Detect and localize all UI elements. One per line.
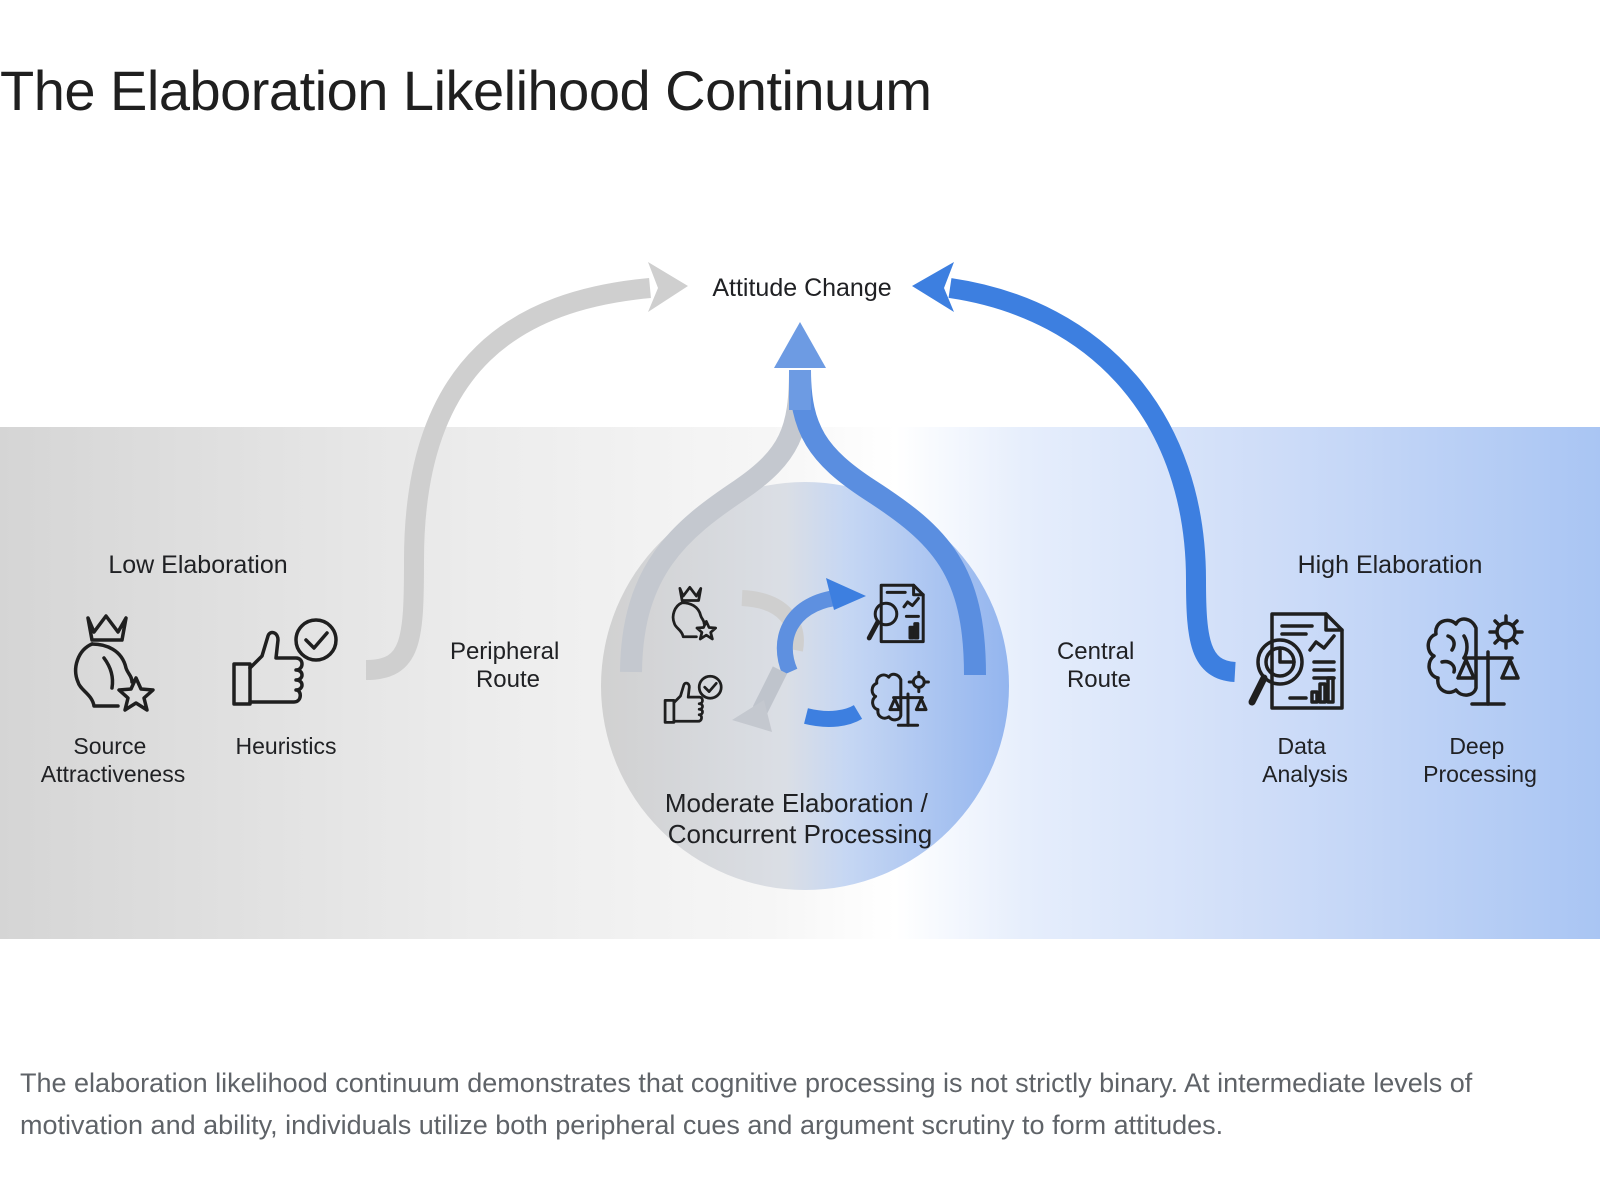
brain-gear-scale-icon — [1426, 614, 1524, 706]
high-elaboration-heading: High Elaboration — [1298, 551, 1483, 579]
peripheral-route-arrow — [365, 262, 688, 680]
source-attractiveness-label: Source Attractiveness — [41, 733, 185, 787]
brain-gear-scale-icon — [870, 670, 930, 727]
page-title: The Elaboration Likelihood Continuum — [0, 59, 932, 122]
document-magnifier-chart-icon — [1248, 612, 1344, 710]
thumbs-up-check-icon — [232, 618, 338, 706]
elm-diagram: Attitude Change Low Elaboration High Ela… — [0, 262, 1600, 939]
thumbs-up-check-icon — [663, 674, 723, 724]
central-route-label: Central Route — [1057, 638, 1141, 693]
attitude-change-label: Attitude Change — [712, 274, 891, 302]
deep-processing-label: Deep Processing — [1423, 733, 1537, 787]
document-magnifier-chart-icon — [866, 583, 925, 644]
crowned-head-star-icon — [671, 585, 718, 641]
low-elaboration-heading: Low Elaboration — [108, 551, 287, 579]
data-analysis-label: Data Analysis — [1262, 733, 1348, 787]
crowned-head-star-icon — [73, 614, 155, 712]
moderate-elaboration-label: Moderate Elaboration / Concurrent Proces… — [665, 788, 935, 849]
heuristics-label: Heuristics — [236, 733, 337, 759]
cycle-arrows-icon — [732, 578, 866, 732]
caption: The elaboration likelihood continuum dem… — [20, 1068, 1473, 1140]
peripheral-route-label: Peripheral Route — [450, 638, 566, 693]
central-route-arrow — [912, 262, 1237, 682]
concurrent-processing-arrow — [620, 322, 986, 676]
